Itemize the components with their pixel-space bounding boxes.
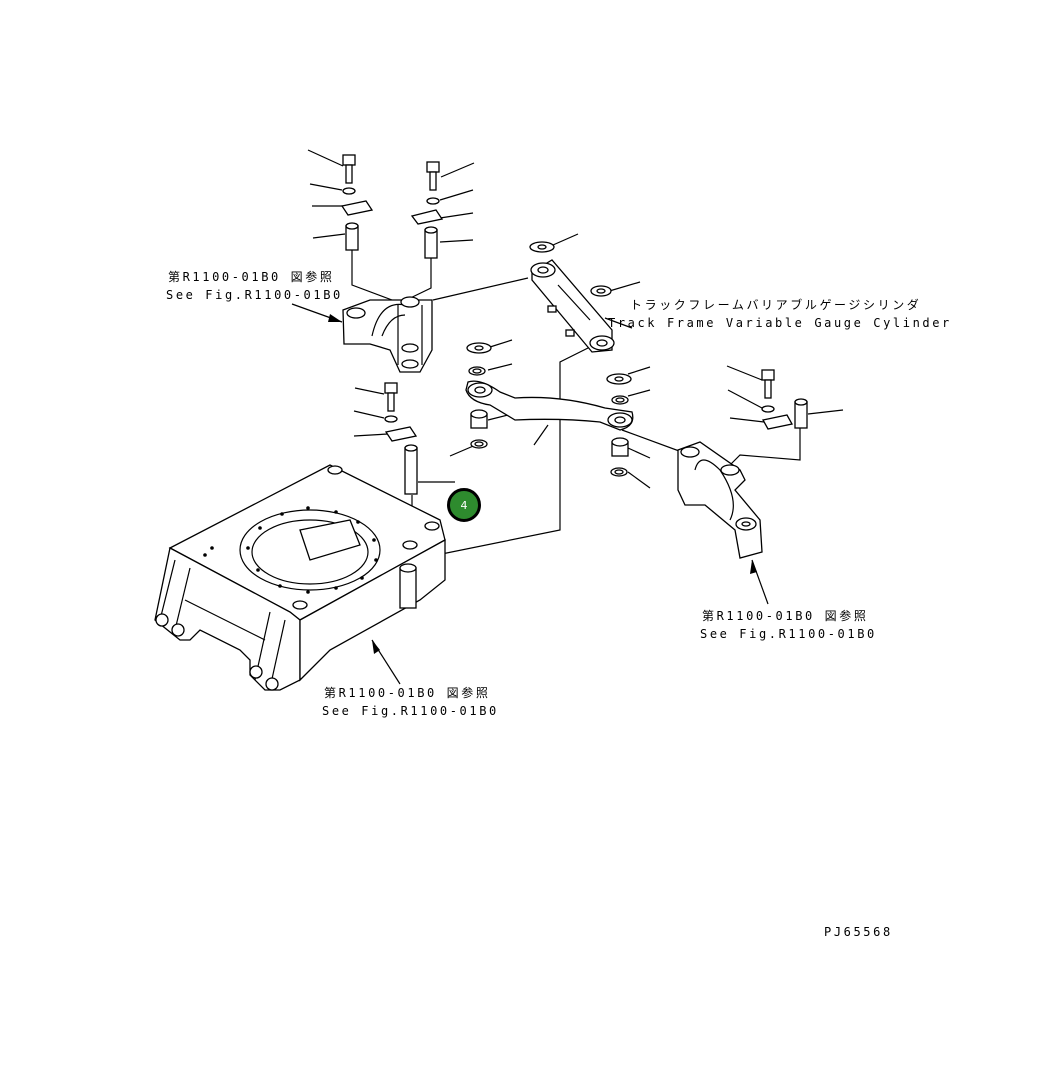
bolt-upper-middle	[426, 161, 440, 191]
plate-upper-left	[340, 200, 374, 216]
track-frame-cylinder	[530, 259, 615, 353]
plate-upper-middle	[410, 209, 444, 225]
washer-upper-middle	[426, 197, 440, 205]
pin-upper-middle	[424, 226, 438, 259]
washer-upper-left	[342, 187, 356, 195]
right-bracket	[677, 441, 763, 559]
drawing-code: PJ65568	[824, 925, 893, 939]
bolt-right	[761, 369, 775, 399]
cylinder-label-en: Track Frame Variable Gauge Cylinder	[608, 316, 952, 330]
plate-right	[762, 414, 793, 430]
ref-label-bottom-jp: 第R1100-01B0 図参照	[324, 686, 491, 700]
ref-label-upper-left-jp: 第R1100-01B0 図参照	[168, 270, 335, 284]
upper-left-bracket	[342, 296, 433, 373]
ref-label-lower-right-en: See Fig.R1100-01B0	[700, 627, 877, 641]
cylinder-label-jp: トラックフレームバリアブルゲージシリンダ	[630, 298, 922, 312]
bolt-upper-left	[342, 154, 356, 184]
washers-middle	[466, 342, 492, 449]
washer-right	[761, 405, 775, 413]
pin-upper-left	[345, 222, 359, 251]
track-frame	[154, 464, 446, 691]
callout-marker-4[interactable]: 4	[447, 488, 481, 522]
link-arm	[465, 380, 634, 431]
bolt-middle-left	[384, 382, 398, 412]
washers-cylinder	[529, 241, 612, 297]
pin-middle-left	[404, 444, 418, 495]
ref-label-upper-left-en: See Fig.R1100-01B0	[166, 288, 343, 302]
ref-label-bottom-en: See Fig.R1100-01B0	[322, 704, 499, 718]
washers-right	[606, 373, 632, 477]
plate-middle-left	[384, 426, 418, 442]
ref-label-lower-right-jp: 第R1100-01B0 図参照	[702, 609, 869, 623]
leader-lines	[291, 149, 844, 685]
pin-right	[794, 398, 808, 429]
washer-middle-left	[384, 415, 398, 423]
